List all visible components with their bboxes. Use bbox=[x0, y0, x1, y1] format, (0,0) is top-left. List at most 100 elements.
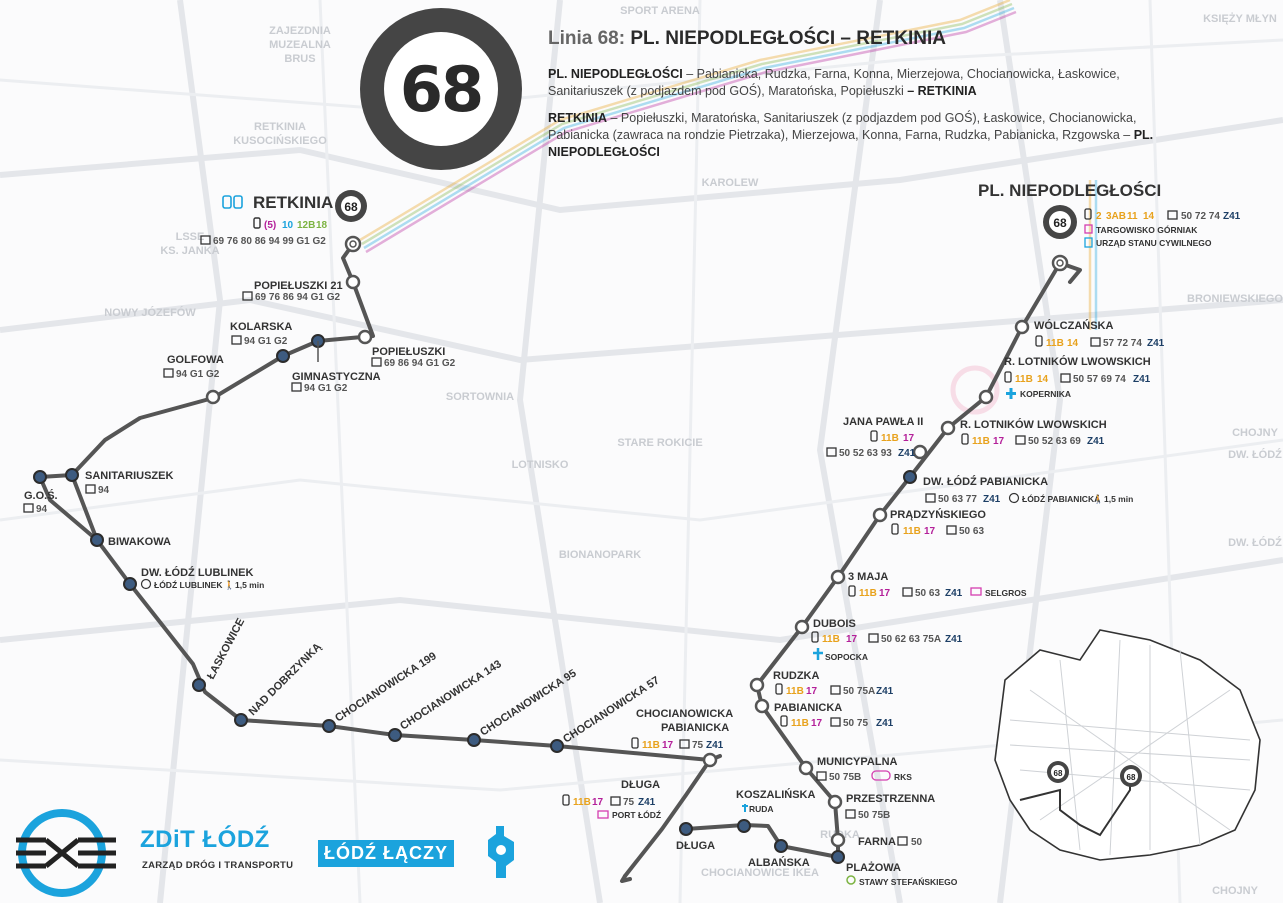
bus-icon bbox=[902, 587, 913, 597]
stop-name: DŁUGA bbox=[621, 779, 660, 791]
stop-marker-r-lotnikow-n bbox=[978, 389, 994, 405]
terminus-badge-pl-niepodleglosci: 68 bbox=[1043, 205, 1077, 239]
route-title-name: PL. NIEPODLEGŁOŚCI – RETKINIA bbox=[630, 28, 947, 49]
bus-icon bbox=[1015, 435, 1026, 445]
stop-marker-lublinek bbox=[123, 577, 137, 591]
svg-text:17: 17 bbox=[993, 436, 1005, 447]
svg-text:50 75B: 50 75B bbox=[858, 810, 890, 821]
stop-marker-popieluszki bbox=[357, 329, 373, 345]
stop-marker-przestrzenna bbox=[827, 794, 843, 810]
hospital-cross-icon bbox=[813, 648, 823, 660]
stop-marker-choc95 bbox=[467, 733, 481, 747]
rail-icon bbox=[1008, 492, 1020, 504]
svg-text:11B: 11B bbox=[1015, 374, 1033, 385]
svg-text:ŁÓDŹ PABIANICKA: ŁÓDŹ PABIANICKA bbox=[1022, 493, 1100, 504]
svg-text:Z41: Z41 bbox=[1133, 374, 1151, 385]
stop-name: 3 MAJA bbox=[848, 571, 888, 583]
svg-text:(5): (5) bbox=[264, 220, 276, 231]
bg-label: KAROLEW bbox=[702, 177, 759, 189]
svg-text:Z41: Z41 bbox=[706, 740, 724, 751]
bg-label: ZAJEZDNIA bbox=[269, 25, 331, 37]
direction-2-end: PL. NIEPODLEGŁOŚCI bbox=[548, 128, 1154, 159]
svg-text:11B: 11B bbox=[1046, 338, 1064, 349]
svg-text:50 72 74: 50 72 74 bbox=[1181, 211, 1220, 222]
lodz-laczy-logo: ŁÓDŹ ŁĄCZY bbox=[318, 840, 454, 867]
svg-text:57 72 74: 57 72 74 bbox=[1103, 338, 1142, 349]
stop-name: DW. ŁÓDŹ PABIANICKA bbox=[923, 475, 1048, 488]
stop-marker-choc143 bbox=[388, 728, 402, 742]
svg-text:14: 14 bbox=[1067, 338, 1079, 349]
bg-label: DW. ŁÓDŹ bbox=[1228, 448, 1282, 461]
tram-icon bbox=[870, 430, 878, 442]
footer-logos: ZDiT ŁÓDŹ ZARZĄD DRÓG I TRANSPORTU ŁÓDŹ … bbox=[12, 808, 552, 898]
stops bbox=[33, 235, 1069, 864]
bg-label: LSSE bbox=[176, 231, 205, 243]
stop-marker-koszalinska bbox=[737, 819, 751, 833]
svg-text:11B: 11B bbox=[573, 797, 591, 808]
bus-icon bbox=[845, 809, 856, 819]
stop-marker-laskowice bbox=[192, 678, 206, 692]
shopping-cart-icon bbox=[597, 810, 609, 819]
stop-marker-municypalna bbox=[798, 760, 814, 776]
svg-text:68: 68 bbox=[344, 200, 358, 214]
bg-label: DW. ŁÓDŹ bbox=[1228, 536, 1282, 549]
svg-text:50 57 69 74: 50 57 69 74 bbox=[1073, 374, 1126, 385]
svg-text:94: 94 bbox=[98, 485, 110, 496]
stop-name: RUDZKA bbox=[773, 670, 819, 682]
stop-marker-3maja bbox=[830, 569, 846, 585]
stop-marker-farna bbox=[830, 832, 846, 848]
svg-text:50 63 77: 50 63 77 bbox=[938, 494, 977, 505]
svg-text:TARGOWISKO GÓRNIAK: TARGOWISKO GÓRNIAK bbox=[1096, 224, 1198, 235]
stop-name: CHOCIANOWICKA bbox=[636, 708, 733, 720]
stop-marker-popieluszki21 bbox=[345, 274, 361, 290]
stop-marker-choc57 bbox=[550, 739, 564, 753]
svg-text:50: 50 bbox=[911, 837, 923, 848]
svg-text:17: 17 bbox=[811, 718, 823, 729]
stop-name: CHOCIANOWICKA 95 bbox=[478, 667, 579, 738]
svg-text:2: 2 bbox=[1096, 211, 1102, 222]
tram-icon bbox=[253, 217, 261, 229]
stop-name: DUBOIS bbox=[813, 618, 856, 630]
svg-text:75: 75 bbox=[623, 797, 635, 808]
stop-name-pl-niepodleglosci: PL. NIEPODLEGŁOŚCI bbox=[978, 181, 1161, 200]
stop-name: NAD DOBRZYNKĄ bbox=[247, 641, 324, 718]
tram-icon bbox=[961, 433, 969, 445]
svg-text:94 G1 G2: 94 G1 G2 bbox=[304, 383, 348, 394]
svg-text:SELGROS: SELGROS bbox=[985, 588, 1027, 598]
zdit-logo-subtitle: ZARZĄD DRÓG I TRANSPORTU bbox=[142, 860, 294, 871]
svg-text:11B: 11B bbox=[859, 588, 877, 599]
svg-text:11B: 11B bbox=[881, 433, 899, 444]
route-direction-1: PL. NIEPODLEGŁOŚCI – Pabianicka, Rudzka,… bbox=[548, 66, 1188, 100]
church-icon bbox=[742, 804, 748, 812]
bus-icon bbox=[897, 836, 908, 846]
svg-text:STAWY STEFAŃSKIEGO: STAWY STEFAŃSKIEGO bbox=[859, 877, 958, 887]
walk-icon: 🚶 bbox=[224, 580, 235, 590]
bus-icon bbox=[830, 717, 841, 727]
stop-name: MUNICYPALNA bbox=[817, 756, 898, 768]
svg-text:Z41: Z41 bbox=[983, 494, 1001, 505]
bus-icon bbox=[85, 484, 96, 494]
svg-text:Z41: Z41 bbox=[1223, 211, 1241, 222]
svg-text:Z41: Z41 bbox=[876, 718, 894, 729]
bus-icon bbox=[200, 235, 211, 245]
svg-text:11B: 11B bbox=[972, 436, 990, 447]
bus-icon bbox=[291, 382, 302, 392]
bg-label: SPORT ARENA bbox=[620, 5, 700, 17]
bus-icon bbox=[610, 796, 621, 806]
route-title: Linia 68: PL. NIEPODLEGŁOŚCI – RETKINIA bbox=[548, 28, 1188, 50]
connections: (5) 10 12B 18 69 76 80 86 94 99 G1 G2 69… bbox=[23, 195, 1241, 887]
bus-icon bbox=[868, 633, 879, 643]
bus-icon bbox=[242, 291, 253, 301]
svg-text:69 86 94 G1 G2: 69 86 94 G1 G2 bbox=[384, 358, 456, 369]
stop-name: G.O.Ś. bbox=[24, 489, 58, 502]
stop-marker-nad-dobrzynka bbox=[234, 713, 248, 727]
bg-label: CHOJNY bbox=[1232, 427, 1279, 439]
zdit-logo-text: ZDiT ŁÓDŹ bbox=[140, 826, 270, 853]
bg-label: KS. JANKA bbox=[160, 245, 219, 257]
svg-text:50 75: 50 75 bbox=[843, 718, 868, 729]
stop-name: DW. ŁÓDŹ LUBLINEK bbox=[141, 566, 253, 579]
hospital-cross-icon bbox=[1006, 388, 1016, 399]
stop-name: ALBAŃSKA bbox=[748, 856, 810, 869]
lodz-boat-logo-icon bbox=[488, 826, 514, 878]
svg-text:1,5 min: 1,5 min bbox=[1104, 494, 1133, 504]
